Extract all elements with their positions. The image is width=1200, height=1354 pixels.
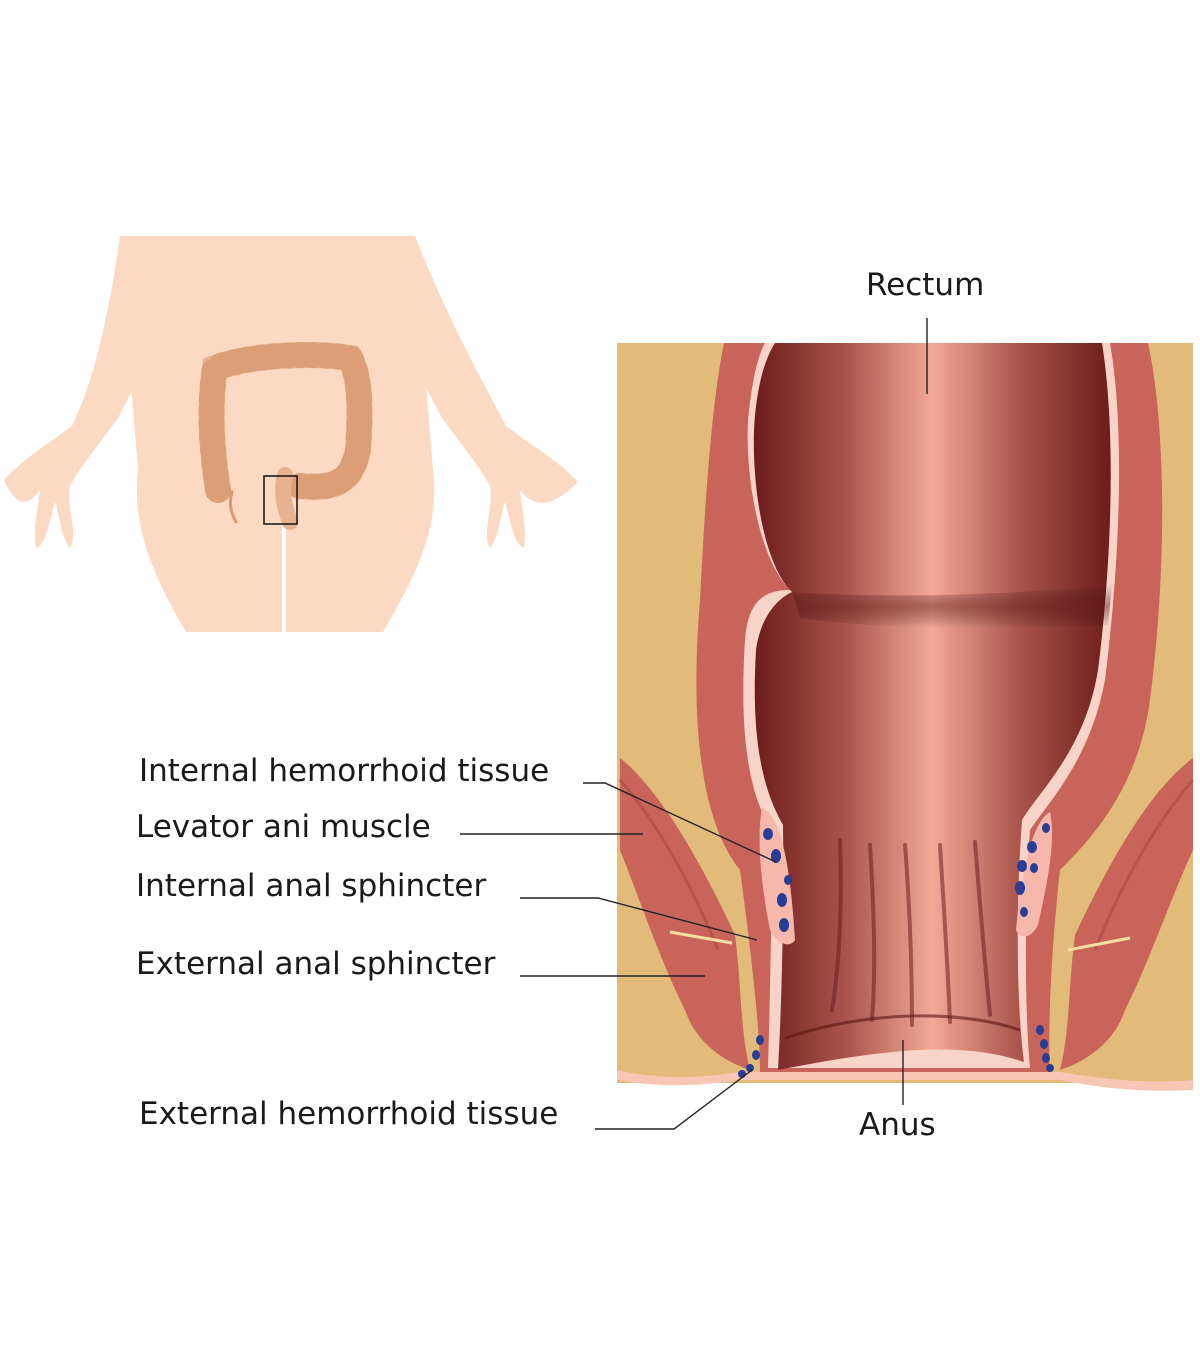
label-rectum: Rectum: [866, 267, 985, 303]
label-internal-hemorrhoid-tissue: Internal hemorrhoid tissue: [139, 753, 550, 789]
left-arm: [4, 236, 182, 548]
right-arm: [378, 236, 578, 548]
leader-external-hemorrhoid-tissue: [595, 1069, 753, 1130]
label-external-anal-sphincter: External anal sphincter: [136, 946, 496, 982]
colon: [198, 342, 373, 530]
focus-box: [263, 475, 298, 525]
rectum-lumen: [753, 343, 1111, 1070]
anal-columns: [830, 838, 992, 1027]
anorectal-cross-section: [617, 343, 1195, 1091]
transverse-fold: [792, 585, 1112, 629]
levator-ani-left: [620, 758, 750, 1070]
body-silhouette: [4, 236, 578, 632]
label-external-hemorrhoid-tissue: External hemorrhoid tissue: [139, 1096, 559, 1132]
label-internal-anal-sphincter: Internal anal sphincter: [136, 868, 487, 904]
label-levator-ani-muscle: Levator ani muscle: [136, 809, 431, 845]
levator-ani-right: [1060, 758, 1193, 1070]
leader-internal-hemorrhoid-tissue: [583, 782, 777, 863]
internal-hemorrhoid-pad-left: [759, 808, 795, 945]
hemorrhoid-vessels: [738, 823, 1054, 1078]
leader-lines: [460, 318, 928, 1130]
internal-hemorrhoid-pad-right: [1016, 812, 1053, 937]
torso: [120, 236, 435, 632]
label-anus: Anus: [859, 1107, 936, 1143]
leader-internal-anal-sphincter: [520, 897, 758, 941]
